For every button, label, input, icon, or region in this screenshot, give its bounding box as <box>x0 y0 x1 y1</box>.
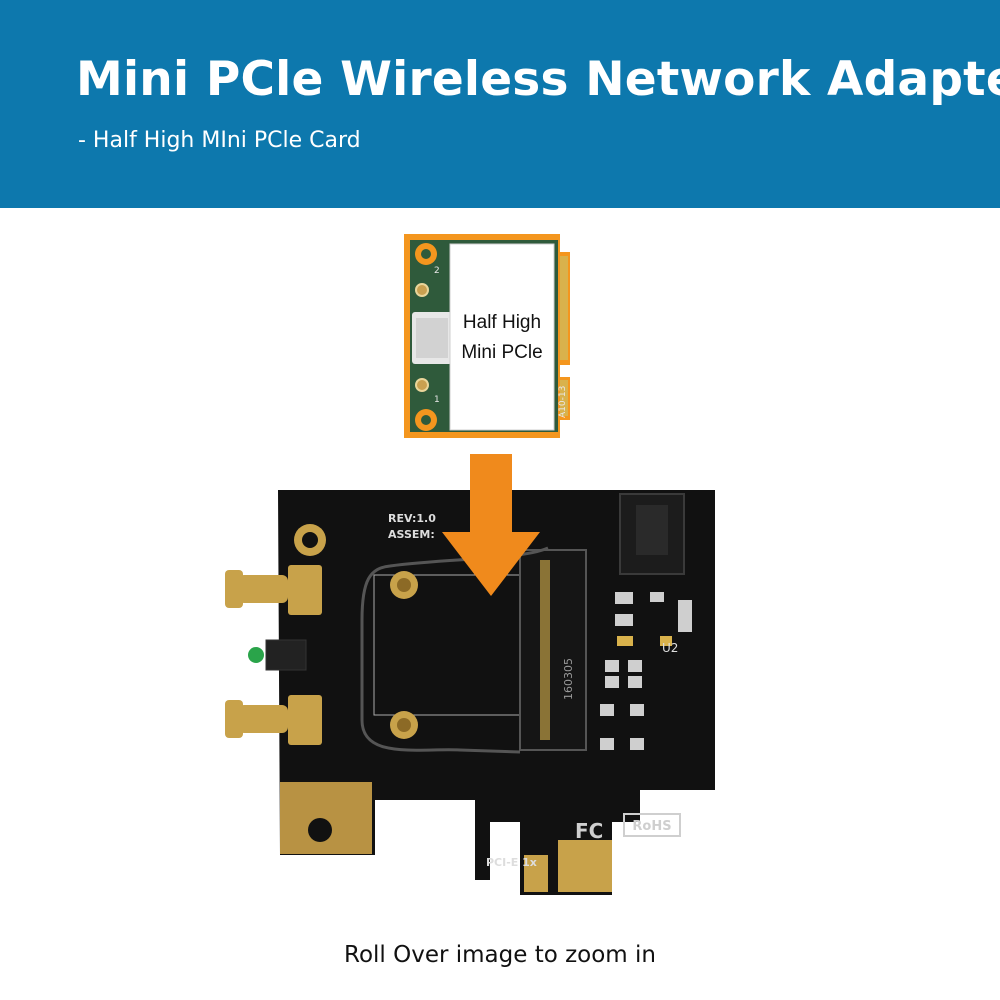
bus-label: PCI-E 1x <box>486 856 537 869</box>
slot-code: 160305 <box>562 658 575 700</box>
page-title: Mini PCle Wireless Network Adapter <box>76 52 1000 107</box>
card-label-line2: Mini PCle <box>461 342 542 363</box>
chip-label: U2 <box>662 641 678 655</box>
card-label-line1: Half High <box>463 312 541 333</box>
antenna-mark-2: 2 <box>434 266 440 276</box>
zoom-hint: Roll Over image to zoom in <box>344 942 656 968</box>
card-edge-code: A10-13 <box>558 386 568 418</box>
insert-arrow <box>442 454 540 596</box>
header-banner <box>0 0 1000 208</box>
antenna-mark-1: 1 <box>434 395 440 405</box>
rohs-mark: RoHS <box>632 819 671 834</box>
fc-mark: FC <box>575 819 603 843</box>
page-subtitle: - Half High MIni PCle Card <box>78 128 361 153</box>
product-image[interactable]: 2 1 Half High Mini PCle A10-13 160305 <box>0 208 1000 928</box>
mini-pcie-card: 2 1 Half High Mini PCle A10-13 <box>404 234 570 438</box>
board-assem: ASSEM: <box>388 528 435 541</box>
board-rev: REV:1.0 <box>388 512 436 525</box>
pcie-adapter-board: 160305 <box>225 490 715 895</box>
